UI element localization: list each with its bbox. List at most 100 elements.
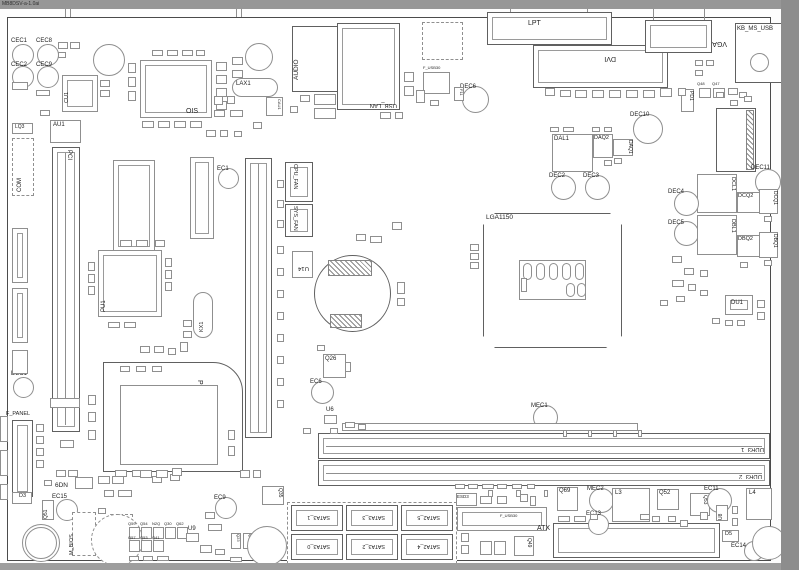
passive-149 [215,549,225,555]
conn-vga-inner [650,25,707,48]
cap-ec11-label: EC11 [704,486,719,492]
passive-108 [136,366,146,372]
passive-111 [277,200,284,208]
passive-141 [44,480,52,486]
passive-106 [228,446,235,456]
part-n2q-label: N2Q [152,521,161,526]
passive-20 [158,121,170,128]
cap-dec6-label: DEC6 [460,84,477,90]
passive-82 [740,262,748,268]
passive-55 [739,92,747,98]
hdr-com-label: COM [17,178,23,192]
chip-ois-label: OIS [186,108,199,115]
passive-14 [128,91,136,101]
passive-117 [277,334,284,342]
part-q62-label: Q62 [176,521,184,526]
passive-2 [58,52,66,58]
lga-pin-2 [536,263,545,280]
passive-148 [200,545,212,553]
part-q41 [153,540,164,552]
cap-dec6 [462,86,489,113]
chip-au1 [50,120,81,143]
passive-154 [253,470,261,478]
ind-l3-label: L3 [615,490,622,496]
chip-u14 [292,251,313,278]
passive-27 [214,110,225,117]
passive-100 [88,430,96,440]
passive-79 [757,312,765,320]
part-q26-label: Q26 [325,356,337,362]
cap-cec2-label: CEC2 [11,62,28,68]
part-esd3 [456,493,477,506]
socket-m-bios-label: M_BIOS [69,534,75,555]
part-u9 [186,533,199,542]
hdr-cpu-fan [285,162,313,202]
cap-dec4-label: DEC4 [668,189,685,195]
conn-sata3-0-inner [296,539,338,555]
cap-cec8-label: CEC8 [36,38,53,44]
cap-mec2 [589,488,614,513]
dimm-line-2 [326,473,762,474]
xtal-lax1 [232,78,278,97]
hdr-f-panel-label: F_PANEL [6,411,31,417]
hdr-fusb30-top-label: F_USB30 [423,65,441,70]
part-q23 [231,533,241,549]
part-u9-label: U9 [188,526,196,532]
buzzer-h1 [328,260,372,276]
passive-178 [732,506,738,514]
cap-dec10-label: DEC10 [630,112,650,118]
passive-35 [380,112,391,119]
jack-a [314,94,336,105]
passive-125 [397,298,405,306]
passive-165 [527,484,535,489]
conn-atx24-inner [558,528,715,553]
passive-98 [88,395,96,405]
passive-58 [550,127,559,132]
cap-ec1-label: EC1 [217,166,229,172]
hdr-a-inner [17,233,23,278]
part-d3 [12,492,32,504]
passive-81 [764,260,772,266]
passive-151 [205,512,215,519]
passive-176 [680,520,688,527]
passive-92 [154,346,164,353]
ind-dcl1 [697,174,737,213]
passive-185 [613,430,617,437]
ind-dbl1-label: DBL1 [730,219,736,233]
passive-69 [672,280,684,287]
conn-dvi-inner [538,50,663,83]
passive-5 [36,90,50,96]
part-dcq1-label: DCQ1 [772,191,778,205]
passive-51 [695,70,703,76]
passive-1 [70,42,80,49]
passive-183 [563,430,567,437]
passive-110 [277,180,284,188]
cap-mec2-label: MEC2 [587,486,604,492]
part-u8 [716,505,728,521]
cap-a [93,44,125,76]
passive-78 [757,300,765,308]
passive-174 [652,516,660,522]
hdr-cpu-fan-label: CPU_FAN [292,164,298,190]
conn-sata2-5-label: SATA2_5 [417,514,440,520]
passive-127 [345,362,351,372]
conn-usb-lan [337,23,400,110]
passive-54 [728,88,738,95]
passive-13 [128,77,136,87]
cap-dec2 [551,175,576,200]
passive-21 [174,121,186,128]
passive-129 [358,424,366,430]
part-q57-label: Q57 [128,535,136,540]
part-dbq1-label: DBQ1 [772,234,778,248]
passive-62 [614,158,622,164]
passive-122 [370,236,382,243]
chip-pu1 [98,250,162,317]
part-q49 [514,536,534,556]
cap-ec6 [311,381,334,404]
slot-pci [52,147,80,432]
part-q57 [129,540,140,552]
keepout-fusb30 [422,22,463,60]
chip-cu1 [62,75,98,112]
passive-120 [277,400,284,408]
conn-sata2-5 [401,505,453,531]
